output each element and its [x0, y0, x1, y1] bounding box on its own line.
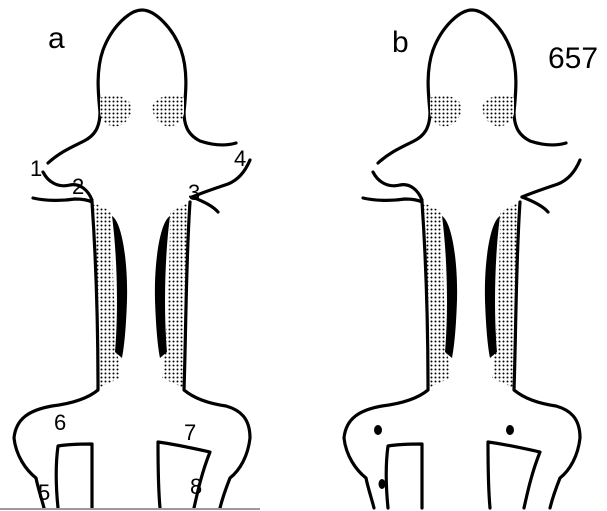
number-label-2: 2: [72, 174, 84, 199]
spot-right-thigh: [506, 425, 514, 435]
panel-a: a 1 2 3 4 5 6 7 8: [0, 10, 260, 509]
number-label-7: 7: [184, 420, 196, 445]
number-label-3: 3: [188, 180, 200, 205]
spot-left-thigh: [374, 425, 382, 435]
specimen-number: 657: [548, 42, 598, 75]
panel-a-label: a: [48, 22, 65, 55]
spot-left-shank: [379, 479, 386, 489]
number-label-8: 8: [190, 474, 202, 499]
panel-b: b: [344, 10, 580, 508]
number-label-4: 4: [234, 146, 246, 171]
panel-b-label: b: [392, 26, 409, 59]
number-label-1: 1: [30, 156, 42, 181]
number-label-6: 6: [54, 410, 66, 435]
number-label-5: 5: [38, 480, 50, 505]
